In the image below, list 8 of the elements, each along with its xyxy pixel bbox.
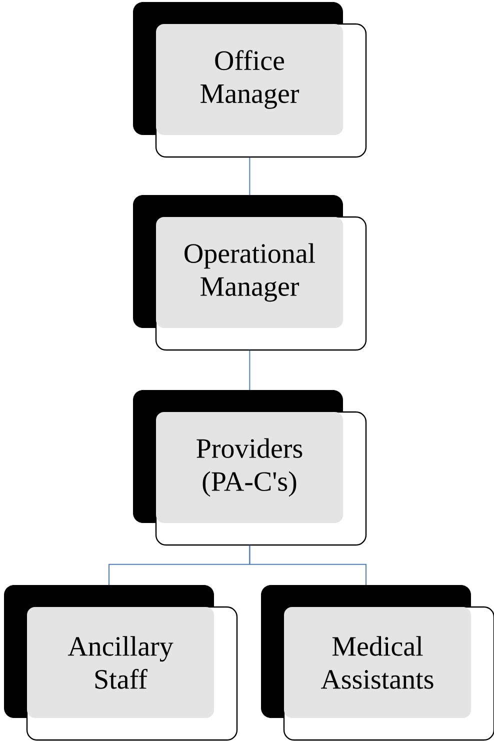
org-box: Office Manager (133, 2, 367, 158)
org-box: Operational Manager (133, 195, 367, 351)
org-box: Providers (PA-C's) (133, 390, 367, 546)
org-box: Medical Assistants (261, 585, 494, 741)
org-box: Ancillary Staff (4, 585, 238, 741)
connector-line (249, 156, 250, 196)
connector-line (249, 350, 250, 390)
connector-line (249, 544, 366, 586)
